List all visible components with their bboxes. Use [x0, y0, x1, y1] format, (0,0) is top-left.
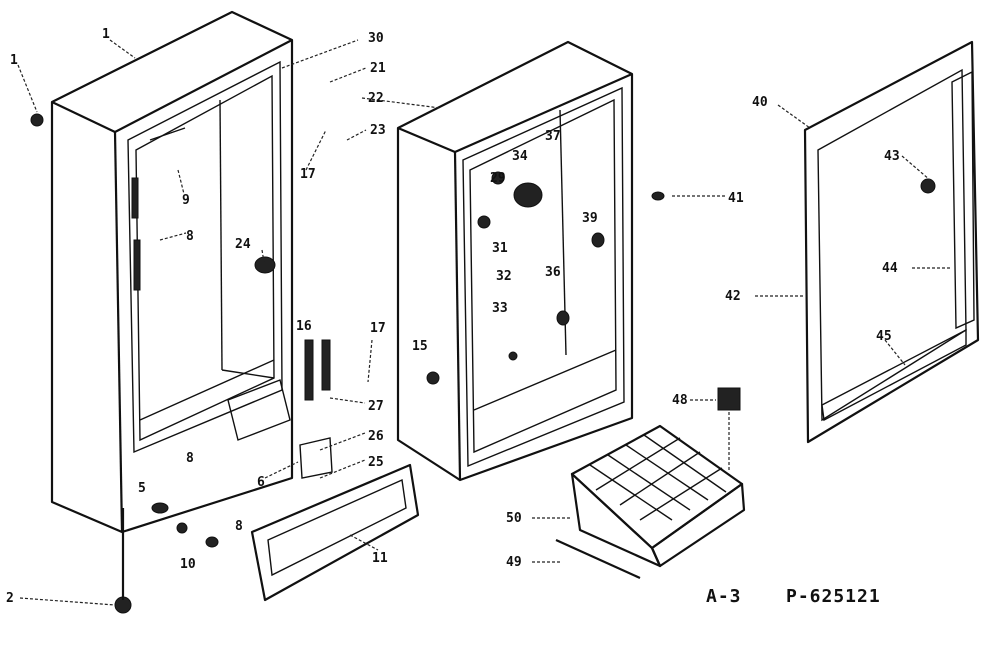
callout-23: 23: [370, 123, 386, 138]
callout-26: 26: [368, 429, 384, 444]
callout-33: 33: [492, 301, 508, 316]
callout-5: 5: [138, 481, 146, 496]
door-gasket-assembly: [803, 40, 980, 444]
callout-43: 43: [884, 149, 900, 164]
sheet-label: A-3: [706, 586, 742, 607]
callout-40: 40: [752, 95, 768, 110]
callout-8: 8: [186, 451, 194, 466]
part-number-label: P-625121: [786, 586, 881, 607]
callout-37: 37: [545, 129, 561, 144]
callout-22: 22: [368, 91, 384, 106]
callout-11: 11: [372, 551, 388, 566]
callout-27: 27: [368, 399, 384, 414]
wire-basket: [555, 387, 746, 580]
leader-lines: [17, 39, 950, 606]
callout-labels: 1 1 2 30 21 22 23 17 9 8 24 16 17 27 26 …: [6, 27, 900, 606]
lower-parts: [30, 113, 420, 614]
cabinet-assembly: [50, 10, 294, 534]
callout-6: 6: [257, 475, 265, 490]
callout-8: 8: [235, 519, 243, 534]
callout-29: 29: [490, 171, 506, 186]
callout-41: 41: [728, 191, 744, 206]
callout-44: 44: [882, 261, 898, 276]
callout-21: 21: [370, 61, 386, 76]
callout-1: 1: [102, 27, 110, 42]
callout-32: 32: [496, 269, 512, 284]
callout-9: 9: [182, 193, 190, 208]
callout-36: 36: [545, 265, 561, 280]
callout-16: 16: [296, 319, 312, 334]
callout-31: 31: [492, 241, 508, 256]
callout-39: 39: [582, 211, 598, 226]
callout-2: 2: [6, 591, 14, 606]
callout-10: 10: [180, 557, 196, 572]
callout-45: 45: [876, 329, 892, 344]
callout-17: 17: [370, 321, 386, 336]
callout-48: 48: [672, 393, 688, 408]
callout-50: 50: [506, 511, 522, 526]
callout-24: 24: [235, 237, 251, 252]
callout-34: 34: [512, 149, 528, 164]
callout-25: 25: [368, 455, 384, 470]
callout-1: 1: [10, 53, 18, 68]
callout-49: 49: [506, 555, 522, 570]
liner-assembly: [396, 40, 665, 482]
callout-15: 15: [412, 339, 428, 354]
callout-42: 42: [725, 289, 741, 304]
callout-8: 8: [186, 229, 194, 244]
callout-17: 17: [300, 167, 316, 182]
callout-30: 30: [368, 31, 384, 46]
